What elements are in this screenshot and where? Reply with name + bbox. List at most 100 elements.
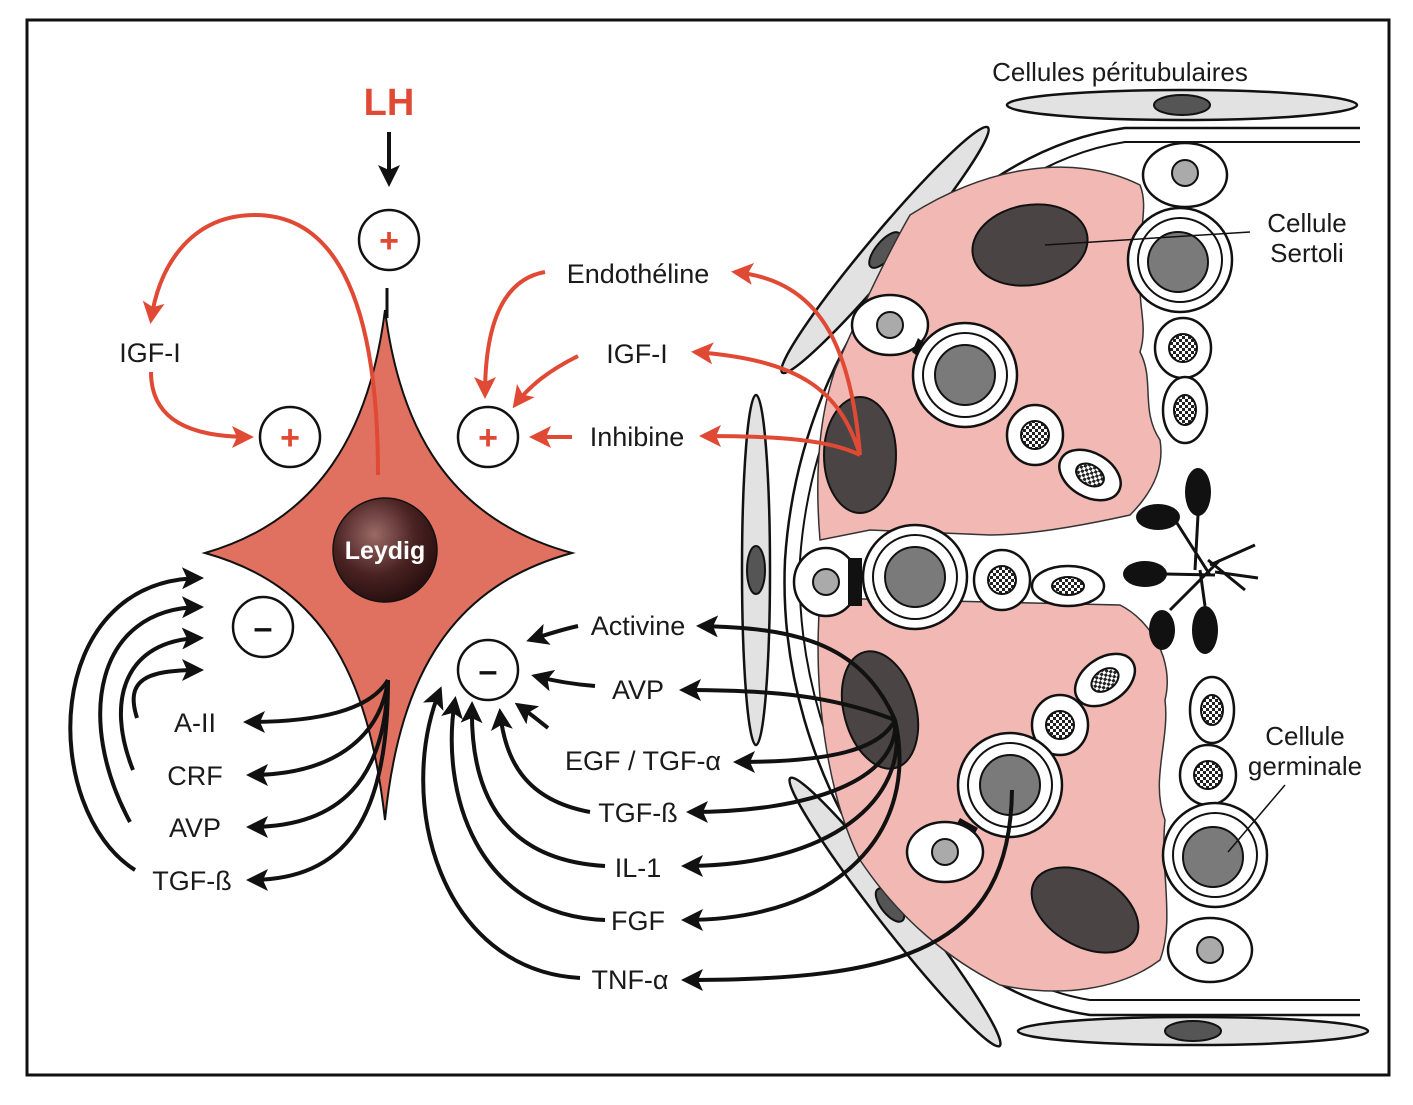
- spermatid-nucleus: [1173, 394, 1197, 426]
- crf-arrow: [246, 679, 390, 786]
- sertoli-label-line1: Cellule: [1267, 208, 1347, 238]
- spermatid-nucleus: [987, 565, 1017, 595]
- sperm-head: [1136, 504, 1180, 530]
- endotheline-to-plus-arrow: [474, 270, 546, 399]
- activine-to-minus-arrow: [526, 623, 579, 645]
- avp-leydig-arrow: [246, 679, 390, 838]
- activine-arrow: [696, 615, 897, 721]
- activine-label: Activine: [591, 611, 686, 641]
- avp-sertoli-label: AVP: [612, 675, 664, 705]
- a-ii-label: A-II: [174, 708, 216, 738]
- sertoli-nucleus-1: [971, 203, 1089, 287]
- sperm-head: [1192, 606, 1218, 654]
- minus-circle-left: [231, 595, 295, 659]
- plus-sign-top: +: [379, 222, 399, 260]
- germinal-label-line2: germinale: [1248, 751, 1362, 781]
- sertoli-label-line2: Sertoli: [1270, 238, 1344, 268]
- spermatocyte-nucleus: [1182, 826, 1244, 888]
- plus-sign-center: +: [478, 419, 498, 457]
- plus-circle-center: [456, 405, 520, 469]
- spermatid-nucleus: [1090, 667, 1120, 693]
- tgf-b-feedback-arrow: [68, 567, 204, 872]
- igf-to-plus-arrow: [149, 371, 254, 448]
- spermatid-nucleus: [1200, 694, 1224, 726]
- sperm-head: [1123, 561, 1167, 587]
- spermatogonia-nucleus: [1171, 159, 1199, 187]
- il-1-to-minus-arrow: [460, 701, 606, 868]
- a-ii-feedback-arrow: [131, 659, 204, 719]
- spermatocyte-inner: [922, 332, 1008, 418]
- inhibine-label: Inhibine: [590, 422, 685, 452]
- egf-tgf-a-arrow: [733, 719, 897, 773]
- spermatocyte-inner: [1137, 217, 1223, 303]
- il-1-label: IL-1: [615, 853, 662, 883]
- avp-to-minus-arrow: [531, 670, 596, 692]
- a-ii-arrow: [243, 678, 390, 733]
- spermatocyte-nucleus: [884, 546, 946, 608]
- crf-feedback-arrow: [118, 627, 204, 771]
- tnf-a-to-minus-arrow: [421, 686, 581, 980]
- fgf-to-minus-arrow: [441, 696, 606, 922]
- lh-label: LH: [364, 82, 415, 124]
- spermatozoa: [1123, 468, 1259, 654]
- igf-i-leydig-label: IGF-I: [119, 338, 181, 368]
- endotheline-label: Endothéline: [567, 259, 710, 289]
- egf-to-minus-arrow: [514, 702, 550, 730]
- labels: LH Leydig IGF-I A-II CRF AVP TGF-ß Endot…: [119, 57, 1362, 995]
- seminiferous-tubule: [740, 88, 1370, 1048]
- spermatogonia-nucleus: [812, 568, 840, 596]
- spermatocyte-inner: [872, 534, 958, 620]
- spermatogonia-nucleus: [931, 838, 959, 866]
- crf-label: CRF: [167, 761, 223, 791]
- spermatocyte-nucleus: [1147, 231, 1209, 293]
- frame-border: [25, 18, 1391, 1077]
- tgf-b-sertoli-label: TGF-ß: [598, 798, 677, 828]
- avp-feedback-arrow: [98, 596, 204, 823]
- spermatogonia-nucleus: [876, 311, 904, 339]
- tgf-b-to-minus-arrow: [490, 708, 591, 814]
- spermatocyte-nucleus: [934, 344, 996, 406]
- tgf-b-sertoli-arrow: [686, 719, 898, 823]
- peritubular-nucleus-top: [1153, 94, 1211, 116]
- peritubular-nucleus-bottom: [1164, 1020, 1222, 1042]
- avp-leydig-label: AVP: [169, 813, 221, 843]
- plus-circle-left: [258, 405, 322, 469]
- peritubular-nucleus-left: [746, 545, 766, 595]
- igf-i-sertoli-label: IGF-I: [606, 339, 668, 369]
- plus-circle-top: [357, 208, 421, 272]
- sperm-head: [1149, 610, 1175, 650]
- germinal-label-line1: Cellule: [1265, 721, 1345, 751]
- igf-loop-arrow: [142, 212, 380, 476]
- spermatid-nucleus: [1020, 420, 1050, 450]
- fgf-label: FGF: [611, 906, 665, 936]
- minus-sign-center: –: [479, 652, 498, 690]
- spermatid-nucleus: [1168, 333, 1198, 363]
- avp-sertoli-arrow: [679, 679, 896, 722]
- igf-sertoli-arrow: [691, 342, 862, 456]
- egf-tgf-a-label: EGF / TGF-α: [565, 746, 721, 776]
- spermatid-nucleus: [1193, 760, 1223, 790]
- minus-sign-left: –: [254, 609, 273, 647]
- germ-cells-outer: [1126, 141, 1269, 984]
- germinal-leader-line: [1227, 784, 1286, 853]
- sertoli-nucleus-4: [1030, 866, 1140, 954]
- sign-circles: + + + – –: [231, 208, 520, 702]
- il-1-arrow: [681, 719, 899, 877]
- minus-circle-center: [456, 638, 520, 702]
- spermatocyte-inner: [1172, 812, 1258, 898]
- plus-sign-left: +: [280, 419, 300, 457]
- spermatogonia-nucleus: [1196, 936, 1224, 964]
- inhibine-arrow: [699, 425, 861, 457]
- spermatid-nucleus: [1045, 710, 1075, 740]
- junction: [848, 558, 862, 606]
- leydig-label: Leydig: [345, 537, 426, 565]
- fgf-arrow: [681, 719, 902, 931]
- igf-to-plus-arrow-2: [512, 354, 579, 409]
- leydig-cell: [201, 309, 576, 821]
- tgf-b-leydig-label: TGF-ß: [152, 866, 231, 896]
- spermatid-nucleus: [1051, 576, 1085, 596]
- sperm-head: [1185, 468, 1211, 516]
- arrows: [68, 132, 1014, 991]
- spermatid-nucleus: [1075, 462, 1105, 488]
